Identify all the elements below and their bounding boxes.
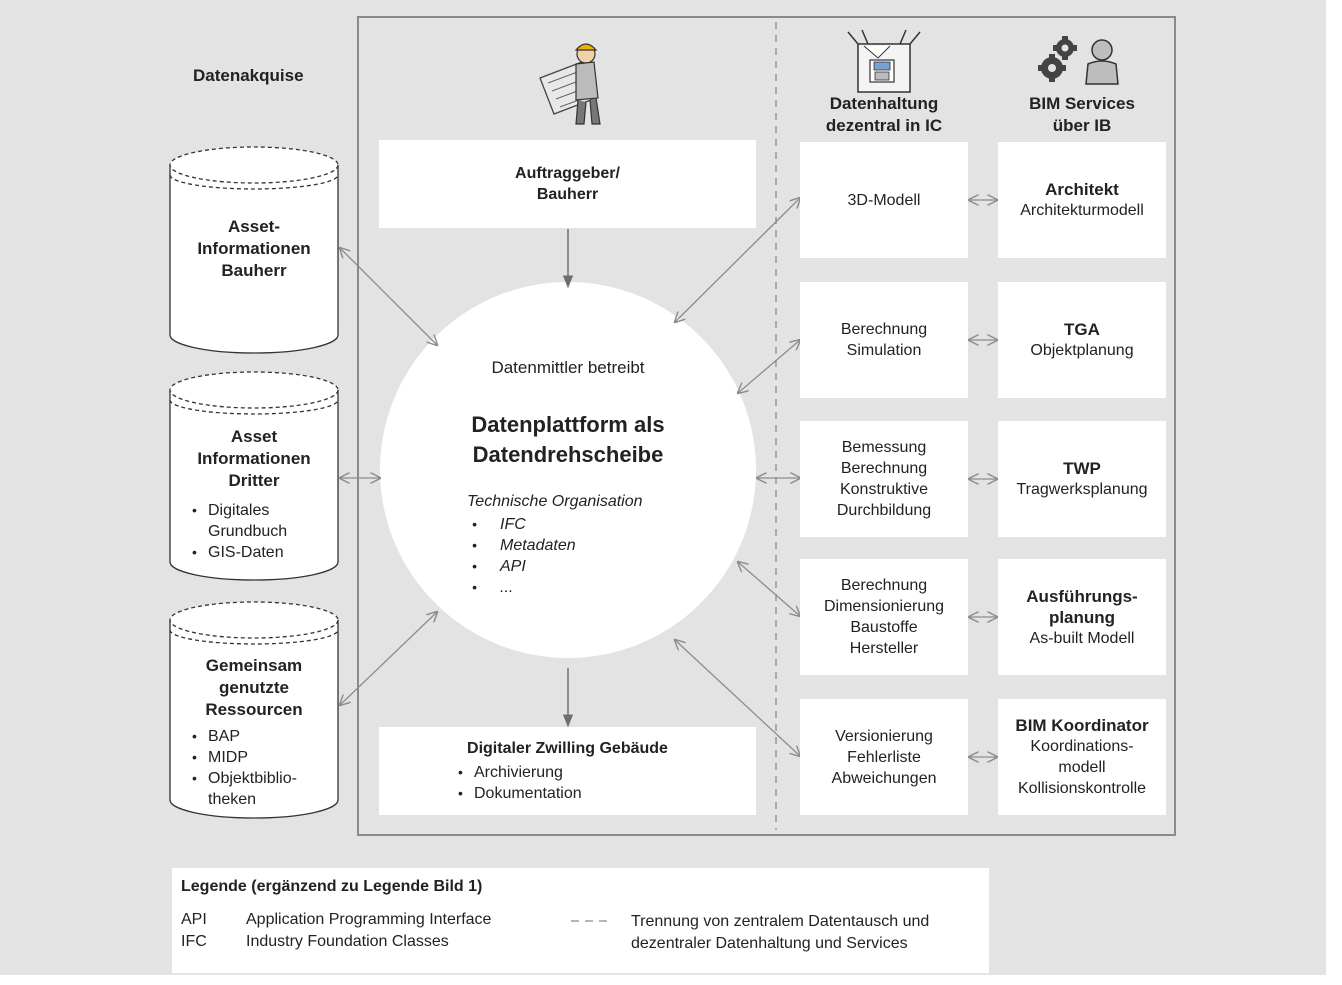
service-box-4: Ausführungs- planung As-built Modell [998,559,1166,675]
cylinder2-title: Asset Informationen Dritter [197,427,311,490]
list-item: MIDP [190,747,330,768]
data-box-label: Berechnung Simulation [840,321,928,359]
cylinder3-list: BAP MIDP Objektbiblio- theken [190,726,330,810]
tech-heading: Technische Organisation [467,493,643,510]
service-title: Architekt [1045,180,1119,199]
arrow-platform-row1 [675,198,800,322]
service-sub: Objektplanung [1030,342,1134,359]
service-sub: Koordinations- modell Kollisionskontroll… [1017,738,1147,797]
central-frame [357,16,1176,836]
legend-abbr-value-2: Industry Foundation Classes [246,933,449,950]
list-item: API [470,556,670,577]
digital-twin-list: Archivierung Dokumentation [456,762,582,804]
legend-dashed-line-symbol [571,920,611,922]
arrow-bauherr-platform [340,248,437,345]
data-box-2: Berechnung Simulation [800,282,968,398]
data-box-3: Bemessung Berechnung Konstruktive Durchb… [800,421,968,537]
client-box: Auftraggeber/ Bauherr [379,140,756,228]
service-box-2: TGA Objektplanung [998,282,1166,398]
bim-services-heading: BIM Services über IB [1029,94,1135,135]
tech-list: IFC Metadaten API ... [470,514,670,598]
list-item: IFC [470,514,670,535]
service-title: BIM Koordinator [1015,716,1149,735]
arrow-ressourcen-platform [340,612,437,705]
data-box-5: Versionierung Fehlerliste Abweichungen [800,699,968,815]
list-item: Objektbiblio- theken [190,768,330,810]
cylinder2-list: Digitales Grundbuch GIS-Daten [190,500,330,563]
circle-subtitle: Datenmittler betreibt [491,358,645,377]
arrow-platform-row2 [738,340,800,393]
data-box-label: Berechnung Dimensionierung Baustoffe Her… [823,577,945,657]
data-box-label: Versionierung Fehlerliste Abweichungen [831,727,937,787]
cylinder1-title: Asset- Informationen Bauherr [197,217,311,280]
engineer-with-plan-icon [539,43,601,125]
datenakquise-heading: Datenakquise [193,66,304,85]
data-box-4: Berechnung Dimensionierung Baustoffe Her… [800,559,968,675]
cylinder-asset-bauherr [169,146,339,354]
list-item: Archivierung [456,762,582,783]
data-box-label: 3D-Modell [847,191,921,209]
legend-abbr-key-2: IFC [181,933,207,950]
datenhaltung-heading: Datenhaltung dezentral in IC [825,94,943,135]
platform-circle [380,282,756,658]
service-box-5: BIM Koordinator Koordinations- modell Ko… [998,699,1166,815]
service-title: TGA [1064,320,1100,339]
gears-person-icon [1038,36,1119,85]
service-box-3: TWP Tragwerksplanung [998,421,1166,537]
list-item: ... [470,577,670,598]
data-box-label: Bemessung Berechnung Konstruktive Durchb… [836,439,932,519]
service-title: Ausführungs- planung [1026,586,1138,627]
data-box-1: 3D-Modell [800,142,968,258]
list-item: Digitales Grundbuch [190,500,330,542]
service-sub: As-built Modell [1029,629,1135,647]
list-item: Dokumentation [456,783,582,804]
legend-box: Legende (ergänzend zu Legende Bild 1) AP… [172,868,989,973]
service-title: TWP [1063,459,1101,478]
circle-title: Datenplattform als Datendrehscheibe [471,412,665,467]
digital-twin-title: Digitaler Zwilling Gebäude [467,740,668,757]
list-item: GIS-Daten [190,542,330,563]
client-box-label: Auftraggeber/ Bauherr [515,165,620,203]
legend-abbr-key-1: API [181,911,207,928]
list-item: Metadaten [470,535,670,556]
cylinder3-title: Gemeinsam genutzte Ressourcen [205,656,303,719]
legend-title: Legende (ergänzend zu Legende Bild 1) [181,878,483,895]
list-item: BAP [190,726,330,747]
legend-abbr-value-1: Application Programming Interface [246,911,492,928]
service-sub: Architekturmodell [1020,202,1144,219]
storage-box-floppy-icon [847,29,921,93]
arrow-platform-row4 [738,562,800,616]
arrow-platform-row5 [675,640,800,756]
legend-dashed-text: Trennung von zentralem Datentausch und d… [631,913,930,952]
digital-twin-box: Digitaler Zwilling Gebäude Archivierung … [379,727,756,815]
service-sub: Tragwerksplanung [1016,481,1148,498]
service-box-1: Architekt Architekturmodell [998,142,1166,258]
